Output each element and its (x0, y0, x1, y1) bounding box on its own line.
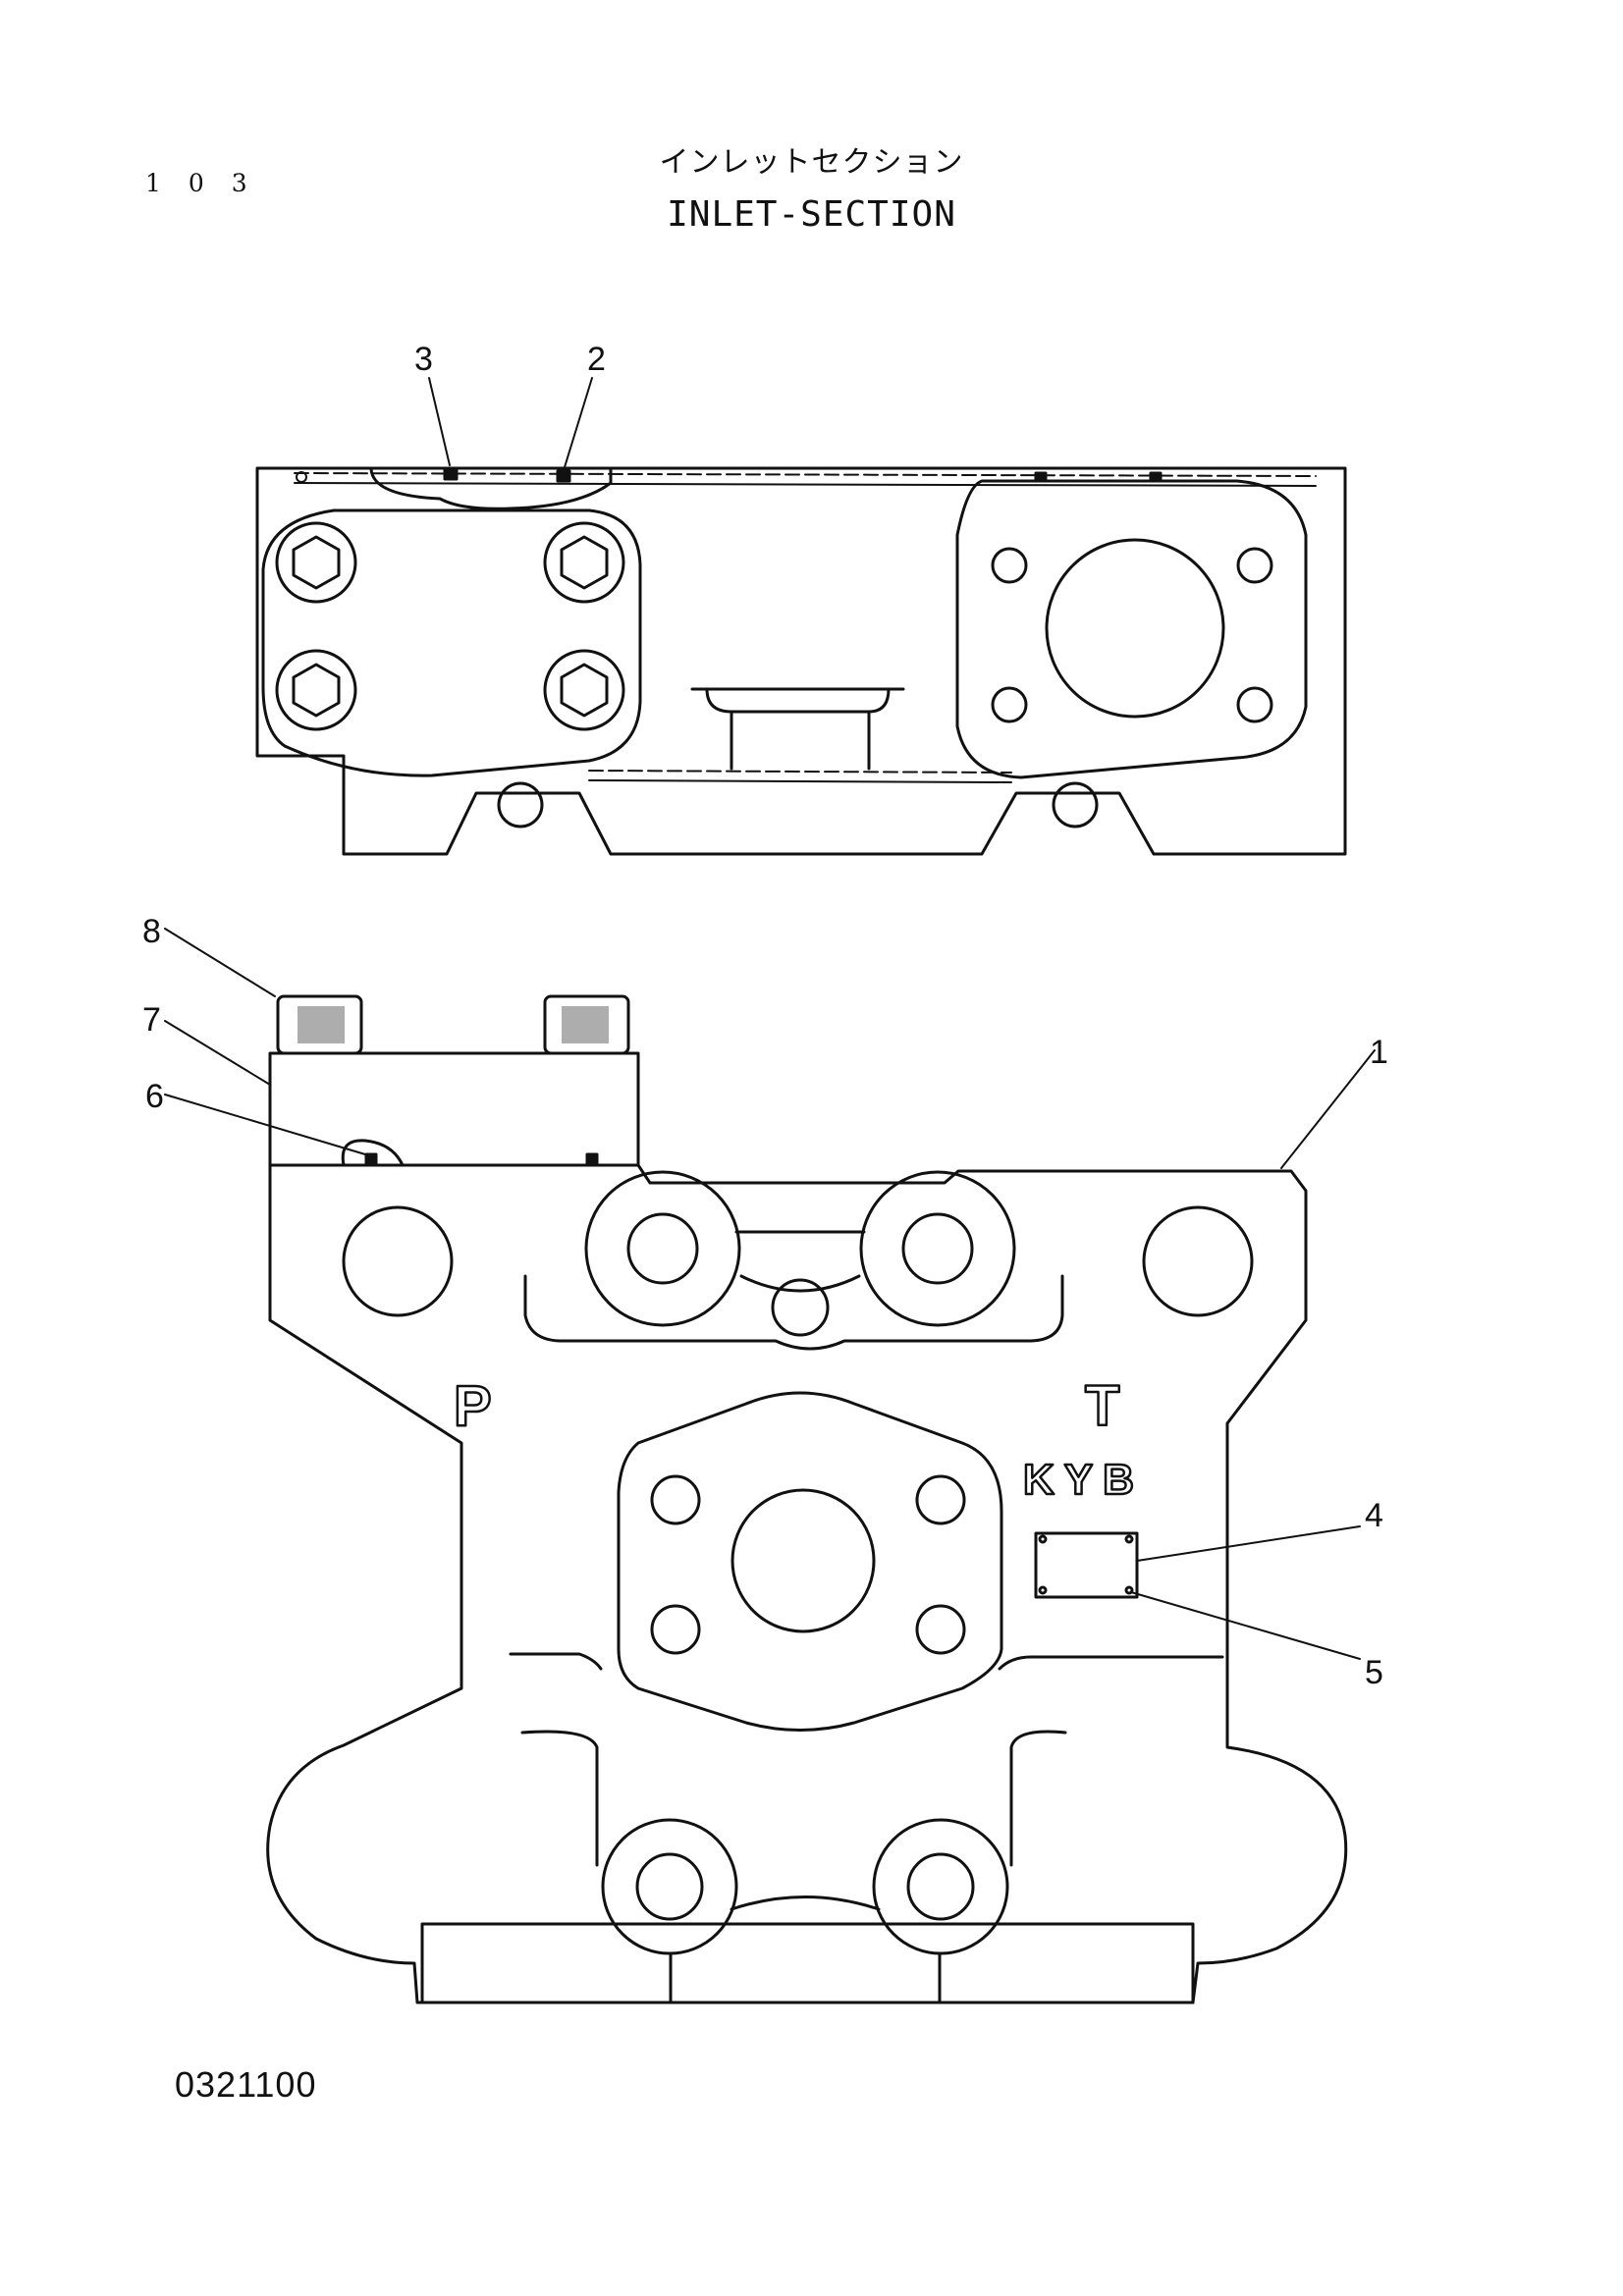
oring-cutaway-6 (341, 1139, 405, 1167)
plate-rivet (1124, 1534, 1134, 1544)
plate-rivet-5 (1038, 1534, 1048, 1544)
seal-part-2 (556, 469, 571, 483)
callout-5: 5 (1365, 1654, 1383, 1691)
oring-6 (364, 1152, 378, 1166)
flange-bolt-hole (650, 1474, 701, 1525)
front-port-bore (730, 1488, 876, 1633)
title-english: INLET-SECTION (667, 194, 956, 235)
top-right-flange (955, 479, 1308, 779)
top-cover-strip (294, 472, 1317, 477)
hex-bolt (275, 649, 357, 731)
bolt-boss-right-outer (859, 1170, 1016, 1327)
lower-recess-right (998, 1655, 1224, 1671)
top-left-flange (261, 508, 642, 777)
flange-bolt-hole (1236, 686, 1273, 723)
kyb-brand-mark: KYB (1023, 1456, 1144, 1504)
callout-3: 3 (414, 341, 433, 378)
top-bottom-dashed (588, 770, 1012, 774)
front-body-outline (266, 1163, 1348, 2004)
port-label-t: T (1085, 1374, 1119, 1438)
drawing-code: 0321100 (175, 2064, 317, 2105)
flange-bolt-hole (915, 1604, 966, 1655)
callout-2: 2 (587, 341, 606, 378)
bolt-boss-left-outer (584, 1170, 741, 1327)
leader-6 (164, 1094, 366, 1155)
callout-1: 1 (1370, 1034, 1388, 1071)
plate-rivet (1124, 1585, 1134, 1595)
flange-bolt-hole (991, 547, 1028, 584)
leader-1 (1280, 1049, 1376, 1169)
flange-bolt-hole (991, 686, 1028, 723)
name-plate-4 (1034, 1531, 1139, 1599)
leader-7 (164, 1020, 271, 1086)
side-port-right (1142, 1205, 1254, 1317)
seal-part-3 (443, 467, 459, 481)
center-pin (771, 1278, 830, 1337)
bottom-port-left-inner (635, 1852, 704, 1921)
hex-socket-plug (543, 994, 630, 1055)
hex-bolt (543, 649, 625, 731)
top-foot-hole-left (497, 781, 544, 828)
bolt-boss-right-inner (901, 1212, 974, 1285)
top-raised-boss (369, 467, 613, 510)
flange-bolt-hole (650, 1604, 701, 1655)
lower-slot-right (1009, 1730, 1067, 1867)
flange-bolt-hole (915, 1474, 966, 1525)
hex-bolt (275, 521, 357, 604)
callout-8: 8 (142, 913, 161, 950)
top-body-outline (255, 466, 1347, 856)
leader-8 (164, 928, 276, 997)
lower-recess-left (509, 1652, 603, 1671)
title-japanese: インレットセクション (659, 145, 964, 180)
flange-bolt-hole (1236, 547, 1273, 584)
lower-slot-left (520, 1730, 599, 1867)
top-foot-hole-right (1052, 781, 1099, 828)
side-port-left (342, 1205, 454, 1317)
bottom-rail (420, 1922, 1195, 2004)
top-bottom-line (588, 779, 1012, 783)
front-view: P T KYB 8 7 6 (142, 913, 1388, 2004)
top-center-slot (690, 687, 905, 771)
callout-6: 6 (145, 1078, 164, 1115)
callout-4: 4 (1365, 1497, 1383, 1534)
top-strip-pin (296, 471, 307, 483)
leader-3 (428, 377, 451, 466)
hex-bolt (543, 521, 625, 604)
plate-rivet (1038, 1585, 1048, 1595)
bottom-port-left-outer (601, 1818, 738, 1955)
bottom-port-right-inner (906, 1852, 975, 1921)
upper-recess (523, 1274, 1064, 1351)
top-view: 3 2 (255, 341, 1347, 856)
leader-5 (1130, 1591, 1361, 1660)
bottom-rail-divider (669, 1951, 942, 2004)
bottom-port-right-outer (872, 1818, 1009, 1955)
manifold-block (268, 1051, 640, 1167)
port-label-p: P (454, 1374, 492, 1438)
hex-socket-plug-8 (276, 994, 363, 1055)
front-port-flange (617, 1391, 1003, 1732)
leader-2 (564, 377, 593, 468)
top-cover-strip-lower (294, 482, 1317, 487)
leader-4 (1136, 1525, 1361, 1562)
boss-bridge (734, 1230, 866, 1293)
top-port-bore (1045, 538, 1225, 719)
page-number: 1 0 3 (145, 169, 257, 197)
manifold-seal (585, 1152, 599, 1165)
bolt-boss-left-inner (626, 1212, 699, 1285)
bottom-port-bridge (730, 1896, 881, 1911)
callout-7: 7 (142, 1001, 161, 1039)
